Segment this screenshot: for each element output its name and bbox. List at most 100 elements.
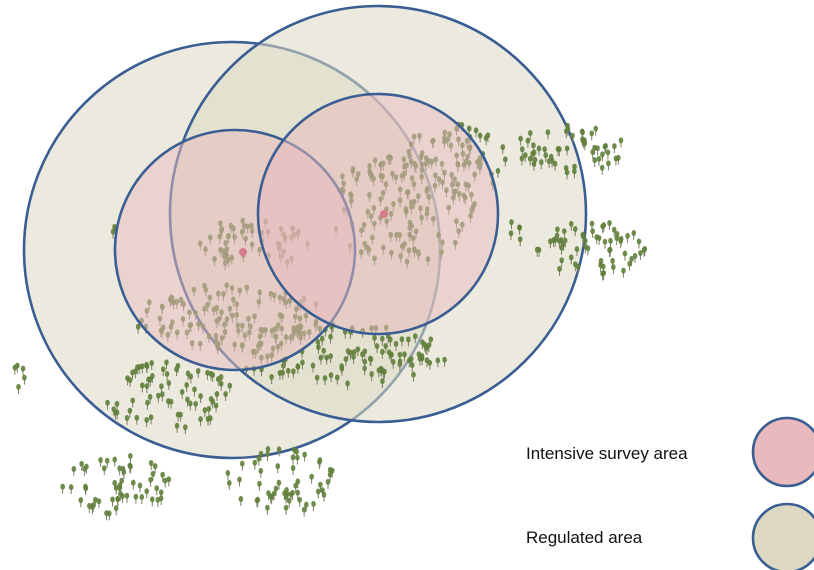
tree-icon [185,370,191,381]
tree-icon [509,219,514,230]
tree-icon [582,140,588,151]
tree-icon [139,363,145,374]
tree-icon [166,398,171,409]
tree-icon [166,380,172,391]
tree-icon [579,128,585,139]
tree-icon [205,415,211,426]
tree-icon [618,238,624,249]
tree-icon [257,480,262,491]
tree-icon [238,495,244,506]
tree-icon [406,336,411,347]
tree-icon [237,476,242,487]
tree-icon [638,249,643,260]
tree-icon [519,146,525,157]
tree-icon [317,457,323,468]
tree-icon [559,257,565,268]
tree-icon [517,224,522,235]
legend-label-intensive-survey-area: Intensive survey area [526,444,688,463]
tree-icon [607,246,613,257]
intensive-survey-circle-right [256,92,500,336]
tree-icon [124,415,130,426]
tree-icon [564,145,570,156]
tree-icon [311,500,316,511]
legend-swatch-regulated-area [751,502,814,570]
tree-icon [322,375,328,386]
tree-icon [351,353,356,364]
tree-icon [84,463,89,474]
tree-icon [115,495,121,506]
tree-icon [227,382,233,393]
tree-icon [276,446,282,457]
tree-icon [525,137,531,148]
tree-icon [362,358,368,369]
tree-icon [320,487,325,498]
tree-icon [214,391,220,402]
tree-icon [605,149,611,160]
tree-icon [266,490,271,501]
tree-icon [568,254,574,265]
tree-icon [610,257,615,268]
tree-icon [555,226,560,237]
tree-icon [570,132,575,143]
tree-icon [302,451,307,462]
tree-icon [139,494,145,505]
tree-icon [632,253,638,264]
tree-icon [96,498,102,509]
tree-icon [319,335,325,346]
tree-icon [555,146,561,157]
tree-icon [117,465,122,476]
tree-icon [574,246,580,257]
tree-icon [152,463,158,474]
tree-icon [642,245,648,256]
tree-icon [575,263,581,274]
tree-icon [162,477,168,488]
tree-icon [608,237,613,248]
tree-icon [592,144,597,155]
tree-icon [148,414,154,425]
tree-icon [113,505,119,516]
tree-icon [426,342,432,353]
tree-icon [240,460,245,471]
tree-icon [295,454,300,465]
tree-icon [149,496,155,507]
tree-icon [301,506,307,517]
tree-icon [327,471,333,482]
tree-icon [383,342,389,353]
tree-icon [290,454,296,465]
tree-icon [128,453,133,464]
tree-icon [154,485,160,496]
tree-icon [612,143,617,154]
tree-icon [269,373,274,384]
tree-icon [16,383,21,394]
tree-icon [193,400,198,411]
tree-icon [160,366,166,377]
tree-icon [205,369,210,380]
tree-icon [360,351,365,362]
tree-icon [614,234,620,245]
tree-icon [548,153,554,164]
tree-icon [585,245,591,256]
tree-icon [599,164,605,175]
tree-icon [101,465,107,476]
tree-icon [265,446,271,457]
tree-icon [288,491,294,502]
tree-icon [379,335,385,346]
tree-icon [339,363,344,374]
tree-icon [380,378,385,389]
tree-icon [226,479,232,490]
tree-icon [355,346,361,357]
tree-icon [210,398,216,409]
tree-icon [315,488,321,499]
tree-icon [192,386,197,397]
tree-icon [561,228,567,239]
tree-icon [134,414,140,425]
tree-icon [137,482,143,493]
tree-icon [473,127,479,138]
tree-icon [283,493,289,504]
tree-icon [283,504,289,515]
tree-icon [314,374,320,385]
legend-swatch-intensive-survey-area [751,416,814,488]
tree-icon [198,416,203,427]
tree-icon [321,347,327,358]
tree-icon [130,397,136,408]
